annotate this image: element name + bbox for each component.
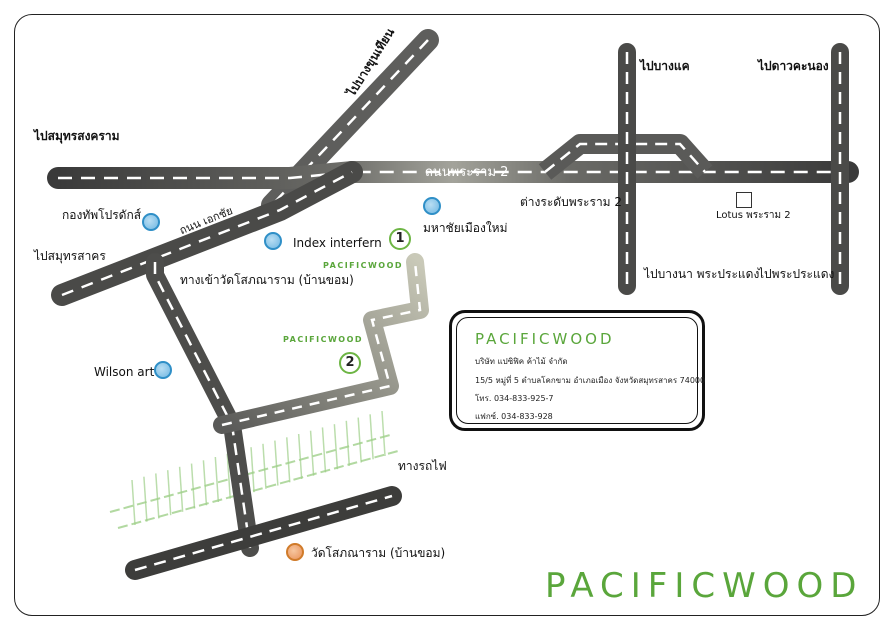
marker-1: 1 bbox=[389, 228, 411, 250]
label-pacificwood-1: PACIFICWOOD bbox=[323, 261, 404, 270]
info-address: 15/5 หมู่ที่ 5 ตำบลโคกขาม อำเภอเมือง จัง… bbox=[475, 376, 706, 385]
road-bottom bbox=[125, 486, 402, 580]
poi-kong-taep-dot bbox=[142, 213, 160, 231]
label-wat-sopana: วัดโสภณาราม (บ้านขอม) bbox=[311, 546, 446, 560]
info-phone: โทร. 034-833-925-7 bbox=[475, 394, 554, 403]
footer-brand-logo: PACIFICWOOD bbox=[545, 566, 864, 606]
rail-tie bbox=[190, 463, 196, 509]
label-railway: ทางรถไฟ bbox=[398, 459, 447, 473]
poi-mahachai-dot bbox=[423, 197, 441, 215]
rail-tie bbox=[274, 440, 279, 486]
poi-wilson-art-dot bbox=[154, 361, 172, 379]
rail-tie bbox=[143, 476, 148, 522]
rail-tie bbox=[345, 420, 351, 466]
lotus-marker bbox=[736, 192, 752, 208]
label-lotus: Lotus พระราม 2 bbox=[716, 210, 791, 221]
rail-tie bbox=[262, 443, 267, 489]
label-rama2-interchange: ต่างระดับพระราม 2 bbox=[520, 195, 623, 209]
info-fax: แฟกซ์. 034-833-928 bbox=[475, 412, 553, 421]
rail-tie bbox=[226, 453, 231, 499]
rail-tie bbox=[369, 414, 374, 460]
info-brand: PACIFICWOOD bbox=[475, 330, 615, 348]
label-to-dao-khanong: ไปดาวคะนอง bbox=[758, 59, 829, 73]
label-to-bang-khae: ไปบางแค bbox=[640, 59, 690, 73]
railway-track bbox=[109, 410, 399, 529]
rail-tie bbox=[131, 479, 136, 526]
rail-tie bbox=[309, 430, 315, 476]
road-wat-access bbox=[146, 253, 259, 557]
label-to-pradaeng: ไปพระประแดง bbox=[758, 267, 835, 281]
label-wat-entrance: ทางเข้าวัดโสภณาราม (บ้านขอม) bbox=[180, 273, 354, 287]
road-rama2 bbox=[47, 161, 859, 189]
marker-2: 2 bbox=[339, 352, 361, 374]
label-to-samut-sakhon: ไปสมุทรสาคร bbox=[34, 249, 106, 263]
rail-tie bbox=[286, 437, 291, 483]
label-to-samut-songkhram: ไปสมุทรสงคราม bbox=[34, 129, 120, 143]
label-wilson-art: Wilson art bbox=[94, 365, 155, 379]
poi-wat-sopana-dot bbox=[286, 543, 304, 561]
rail-tie bbox=[178, 466, 184, 512]
road-pacificwood-soi bbox=[213, 253, 429, 434]
label-pacificwood-2: PACIFICWOOD bbox=[283, 335, 364, 344]
road-ekachai bbox=[51, 161, 363, 306]
info-box-inner-border: PACIFICWOOD บริษัท แปซิฟิค ค้าไม้ จำกัด … bbox=[456, 317, 705, 424]
label-kong-taep: กองทัพโปรดักส์ bbox=[62, 208, 142, 222]
poi-index-interfern-dot bbox=[264, 232, 282, 250]
rail-tie bbox=[357, 417, 362, 463]
rail-tie bbox=[166, 470, 172, 516]
label-index-interfern: Index interfern bbox=[293, 236, 382, 250]
label-mahachai-muang-mai: มหาชัยเมืองใหม่ bbox=[423, 221, 508, 235]
rail-tie bbox=[214, 456, 220, 503]
rail-tie bbox=[297, 433, 303, 480]
rail-tie bbox=[155, 473, 160, 519]
company-info-box: PACIFICWOOD บริษัท แปซิฟิค ค้าไม้ จำกัด … bbox=[449, 310, 705, 431]
rail-tie bbox=[333, 424, 339, 470]
rail-tie bbox=[321, 427, 327, 473]
rail-tie bbox=[202, 460, 208, 506]
info-company: บริษัท แปซิฟิค ค้าไม้ จำกัด bbox=[475, 357, 568, 366]
rail-tie bbox=[250, 447, 255, 493]
label-to-bang-na-pradaeng: ไปบางนา พระประแดง bbox=[644, 267, 760, 281]
label-rama2-road: ถนนพระราม 2 bbox=[425, 165, 509, 180]
rail-tie bbox=[381, 410, 386, 457]
